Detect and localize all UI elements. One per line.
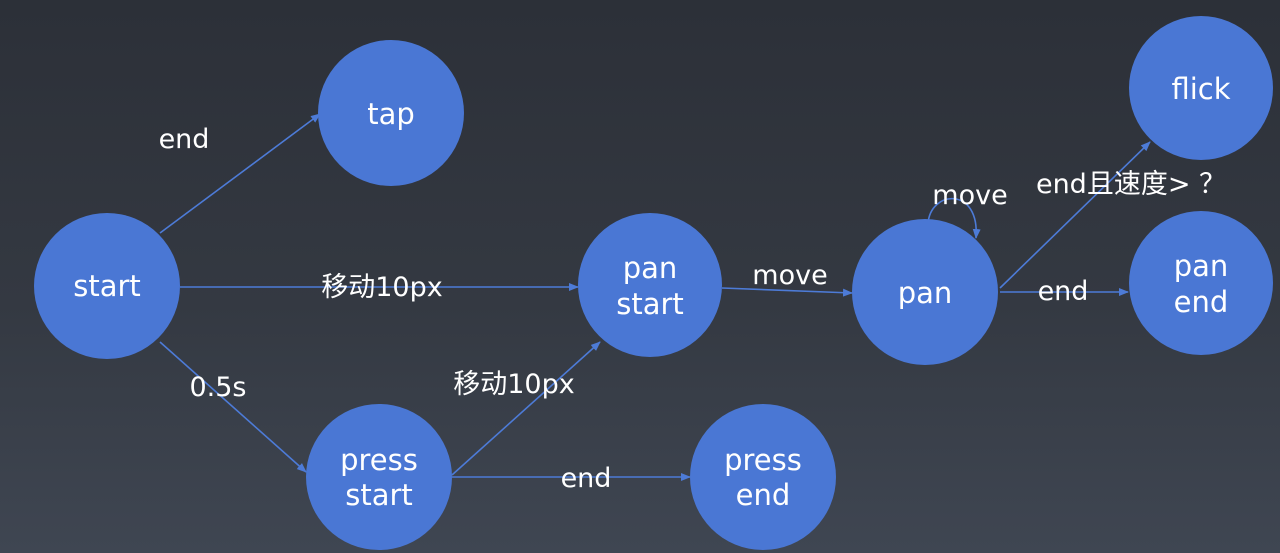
node-press-start: press start — [306, 404, 452, 550]
node-press-start-label-1: press — [340, 443, 418, 477]
node-pan-label: pan — [898, 276, 953, 310]
node-pan-start: pan start — [578, 213, 722, 357]
edge-label-pan-flick: end且速度> ？ — [1036, 169, 1226, 200]
node-press-end: press end — [690, 404, 836, 550]
edge-start-press-start — [159, 341, 307, 473]
edge-label-pan-pan-end: end — [1038, 276, 1089, 307]
node-start-label: start — [73, 269, 141, 303]
node-pan: pan — [852, 219, 998, 365]
edge-label-press-start-press-end: end — [561, 463, 612, 494]
edge-label-pan-start-pan: move — [752, 260, 827, 291]
node-tap: tap — [318, 40, 464, 186]
edge-pan-start-pan — [721, 287, 853, 297]
node-pan-end-label-1: pan — [1174, 249, 1229, 283]
node-flick: flick — [1129, 16, 1273, 160]
edge-label-start-pan-start: 移动10px — [321, 272, 442, 303]
node-pan-start-label-1: pan — [623, 251, 678, 285]
edge-press-start-pan-start — [451, 341, 601, 476]
edge-start-tap — [159, 113, 321, 234]
edge-label-start-tap: end — [159, 124, 210, 155]
edge-pan-flick — [999, 141, 1151, 289]
node-press-end-label-2: end — [736, 478, 791, 512]
edge-label-pan-pan: move — [932, 180, 1007, 211]
node-pan-end: pan end — [1129, 211, 1273, 355]
node-press-start-label-2: start — [345, 478, 413, 512]
edge-pan-pan — [927, 197, 981, 239]
node-start: start — [34, 213, 180, 359]
edge-label-start-press-start: 0.5s — [189, 372, 246, 403]
node-flick-label: flick — [1171, 72, 1230, 106]
edge-label-press-start-pan-start: 移动10px — [453, 369, 574, 400]
node-press-end-label-1: press — [724, 443, 802, 477]
node-tap-label: tap — [367, 97, 415, 131]
node-pan-end-label-2: end — [1174, 285, 1229, 319]
node-pan-start-label-2: start — [616, 287, 684, 321]
